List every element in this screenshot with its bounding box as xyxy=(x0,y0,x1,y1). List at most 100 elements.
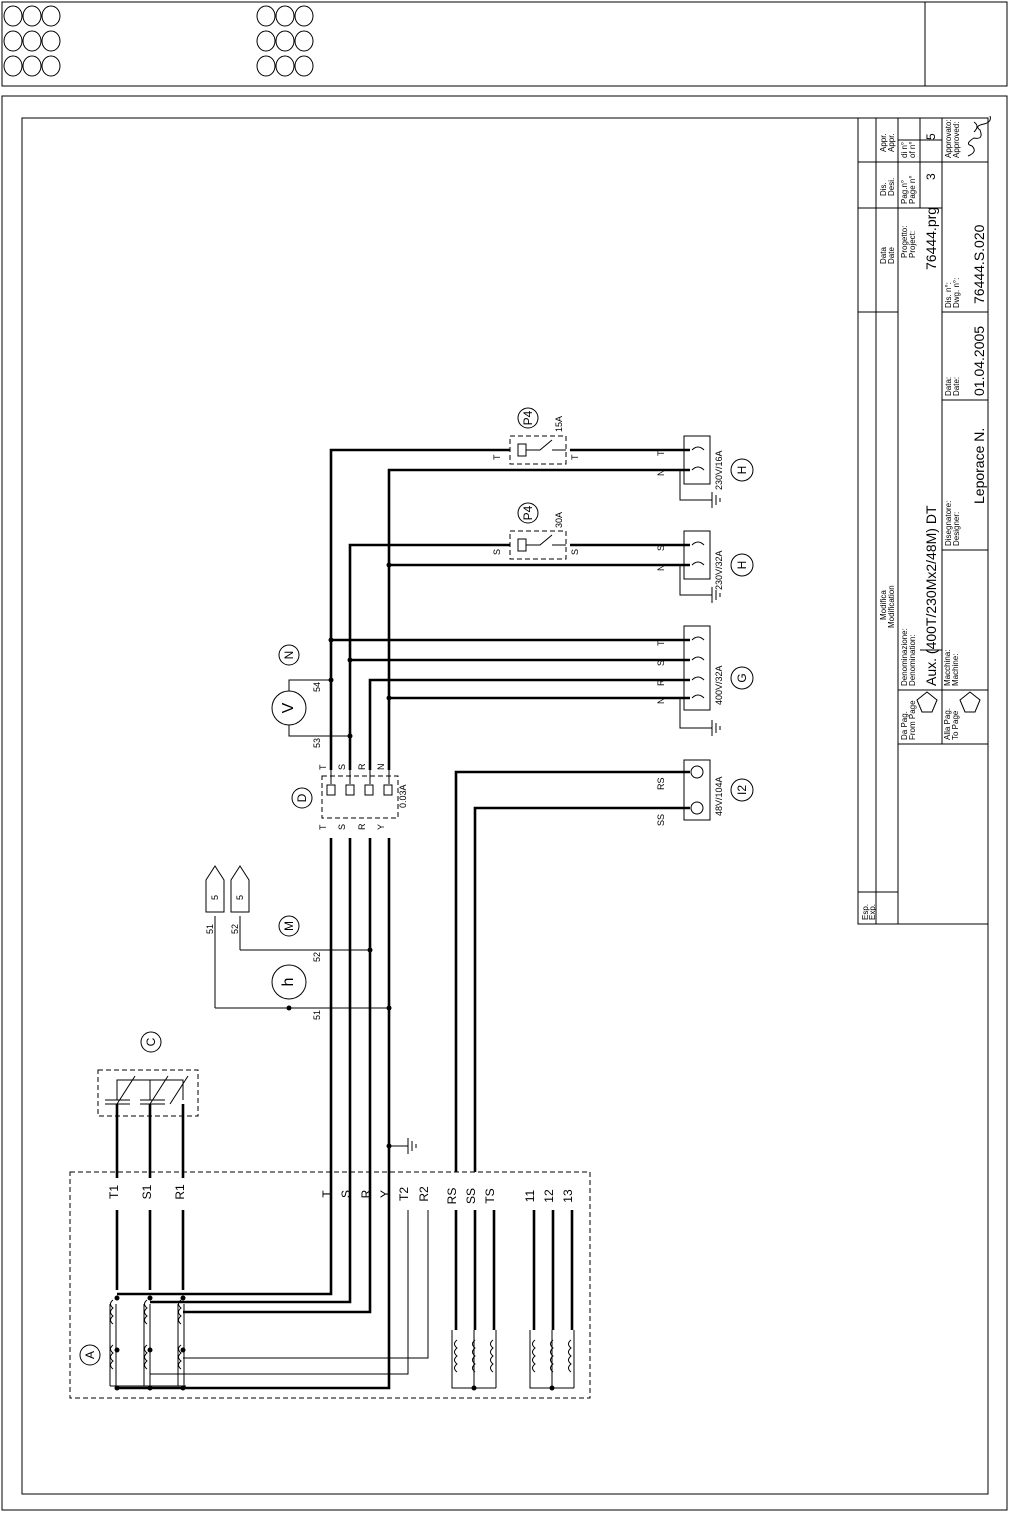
to-page-arrow xyxy=(959,691,981,713)
breaker-30a-rating: 30A xyxy=(554,512,564,528)
tb-data2: Data: xyxy=(944,377,953,396)
tb-date-value: 01.04.2005 xyxy=(971,326,987,396)
breaker-p4-15a: P4 15A T T xyxy=(492,407,580,465)
socket-h-32a: S N 230V/32A H xyxy=(656,530,754,603)
terminal-s: S xyxy=(339,1190,353,1198)
rcd-in-y: Y xyxy=(376,824,386,830)
capacitor-bank: C xyxy=(97,1031,199,1178)
terminal-r1: R1 xyxy=(173,1184,187,1200)
generator-terminal-labels: T1 S1 R1 T S R Y T2 R2 RS SS TS 11 12 13 xyxy=(107,1184,575,1204)
socket-h-16a: T N 230V/16A H xyxy=(656,435,754,508)
rcd-out-r: R xyxy=(357,763,367,770)
tb-designer: Designer: xyxy=(952,512,961,546)
generator-stubs xyxy=(114,1210,574,1391)
tb-date2: Date: xyxy=(952,377,961,396)
label-a: A xyxy=(83,1351,97,1359)
i2-pin-rs: RS xyxy=(656,777,666,790)
tb-esp: Esp. xyxy=(861,904,870,920)
label-p4-b: P4 xyxy=(521,505,535,520)
h16-pin-n: N xyxy=(656,470,666,477)
label-i2: I2 xyxy=(735,785,749,795)
tb-from-page: From Page xyxy=(908,700,917,740)
tb-designer-value: Leporace N. xyxy=(971,428,987,504)
generator-coils xyxy=(109,1299,575,1389)
g-pin-r: R xyxy=(656,679,666,686)
label-d: D xyxy=(295,793,309,802)
tb-macchina: Macchina: xyxy=(943,650,952,686)
wire-53: 53 xyxy=(312,738,322,748)
label-m: M xyxy=(282,921,296,931)
h16-rating: 230V/16A xyxy=(714,450,724,490)
tb-machine: Machine: xyxy=(951,654,960,686)
outer-frame xyxy=(1,95,1008,1511)
socket-g-400v: T S R N 400V/32A G xyxy=(656,625,754,736)
tb-appr2: Appr. xyxy=(887,133,896,152)
rcd-in-t: T xyxy=(318,824,328,830)
terminal-t2: T2 xyxy=(397,1187,411,1201)
main-wiring: h M 51 52 51 52 5 5 D T S R Y T S R N 0.… xyxy=(117,448,690,1390)
tb-of-value: 5 xyxy=(924,133,938,140)
tb-appr1: Appr. xyxy=(879,133,888,152)
tb-modifica: Modifica xyxy=(879,590,888,620)
label-h-32a: H xyxy=(735,561,749,570)
terminal-rs: RS xyxy=(445,1188,459,1205)
tb-of-n: of n° xyxy=(908,141,917,158)
g-pin-n: N xyxy=(656,698,666,705)
breaker-30a-in: S xyxy=(492,549,502,555)
tb-date: Date xyxy=(887,247,896,264)
page-ref-wire-52: 52 xyxy=(230,924,240,934)
page-ref-5a: 5 xyxy=(210,895,220,900)
breaker-15a-out: T xyxy=(570,454,580,460)
breaker-15a-rating: 15A xyxy=(554,416,564,432)
hour-meter-symbol: h xyxy=(280,978,297,987)
tb-dis: Dis. xyxy=(879,182,888,196)
label-h-16a: H xyxy=(735,466,749,475)
h32-rating: 230V/32A xyxy=(714,550,724,590)
tb-da-pag: Da Pag. xyxy=(900,711,909,740)
terminal-y: Y xyxy=(378,1190,392,1198)
tb-denominazione: Denominazione: xyxy=(900,628,909,686)
generator-block: A T1 S1 R1 T S R Y T2 R2 RS SS TS xyxy=(69,1171,591,1399)
tb-approvato: Approvato: xyxy=(944,119,953,158)
breaker-15a-in: T xyxy=(492,454,502,460)
g-rating: 400V/32A xyxy=(714,665,724,705)
tb-page-n: Page n° xyxy=(908,175,917,204)
g-pin-s: S xyxy=(656,660,666,666)
terminal-t1: T1 xyxy=(107,1185,121,1199)
tb-dis-n: Dis. n°: xyxy=(944,282,953,308)
terminal-s1: S1 xyxy=(140,1184,154,1199)
inner-frame xyxy=(21,117,989,1495)
label-n: N xyxy=(282,651,296,660)
tb-data: Data xyxy=(879,247,888,264)
from-page-arrow xyxy=(916,691,938,713)
tb-di-n: di n° xyxy=(900,142,909,158)
tb-progetto: Progetto: xyxy=(900,226,909,258)
label-c: C xyxy=(144,1037,158,1046)
revision-circles-right xyxy=(256,5,314,77)
tb-page-value: 3 xyxy=(924,173,938,180)
terminal-r2: R2 xyxy=(417,1186,431,1202)
tb-dwg-n: Dwg. n°: xyxy=(952,278,961,308)
terminal-t: T xyxy=(320,1190,334,1198)
tb-desi: Desi. xyxy=(887,178,896,196)
tb-dwg-value: 76444.S.020 xyxy=(971,224,987,304)
rcd-in-r: R xyxy=(357,823,367,830)
rcd-out-s: S xyxy=(337,764,347,770)
breaker-p4-30a: P4 30A S S xyxy=(492,502,580,560)
g-pin-t: T xyxy=(656,640,666,646)
h32-pin-n: N xyxy=(656,565,666,572)
h32-pin-s: S xyxy=(656,545,666,551)
tb-modification: Modification xyxy=(887,585,896,628)
label-p4-a: P4 xyxy=(521,410,535,425)
tb-alla-pag: Alla Pag. xyxy=(943,708,952,740)
terminal-11: 11 xyxy=(523,1189,537,1202)
tb-exp: Exp. xyxy=(868,904,877,920)
tb-pag-n: Pag.n° xyxy=(900,180,909,204)
tb-denomination-value: Aux. (400T/230Mx2/48M) DT xyxy=(923,505,939,686)
rcd-contacts xyxy=(326,770,393,796)
socket-i2-48v: RS SS 48V/104A I2 xyxy=(656,759,754,826)
wire-51: 51 xyxy=(312,1010,322,1020)
terminal-12: 12 xyxy=(542,1189,556,1203)
